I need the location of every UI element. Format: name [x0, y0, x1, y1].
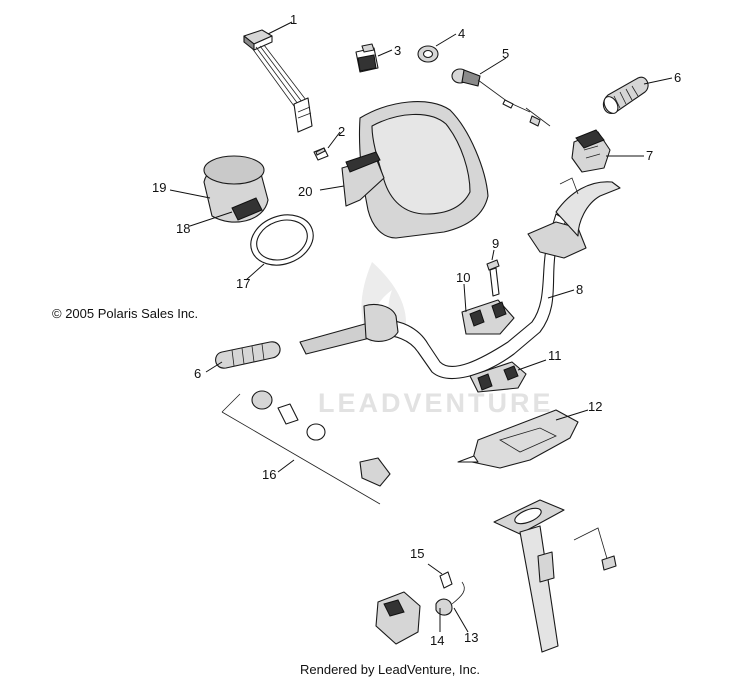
- callout-13: 13: [464, 630, 478, 645]
- part-12-plate: [457, 409, 579, 469]
- callout-18: 18: [176, 221, 190, 236]
- footer-text: Rendered by LeadVenture, Inc.: [300, 662, 480, 677]
- steering-post: [493, 499, 617, 653]
- leader-lines: [169, 21, 673, 633]
- part-9-bolt: [486, 259, 500, 297]
- callout-11: 11: [548, 348, 562, 363]
- callout-1: 1: [290, 12, 297, 27]
- part-2-screw: [313, 147, 329, 161]
- part-16-hardware-kit: [221, 390, 391, 505]
- callout-7: 7: [646, 148, 653, 163]
- part-18-19-gauge: [203, 155, 269, 223]
- part-5-cable-assembly: [451, 68, 551, 127]
- part-4-grommet: [417, 45, 439, 63]
- callout-4: 4: [458, 26, 465, 41]
- part-20-headlight-pod: [341, 101, 489, 239]
- callout-15: 15: [410, 546, 424, 561]
- part-6-grip-left: [215, 341, 281, 369]
- callout-9: 9: [492, 236, 499, 251]
- copyright-text: © 2005 Polaris Sales Inc.: [52, 306, 198, 321]
- part-10-clamp: [461, 299, 515, 335]
- callout-19: 19: [152, 180, 166, 195]
- callout-5: 5: [502, 46, 509, 61]
- callout-12: 12: [588, 399, 602, 414]
- part-7-switch-housing: [571, 129, 611, 173]
- callout-6-left: 6: [194, 366, 201, 381]
- callout-17: 17: [236, 276, 250, 291]
- callout-10: 10: [456, 270, 470, 285]
- part-1-wiring-harness: [243, 29, 313, 133]
- callout-2: 2: [338, 124, 345, 139]
- callout-20: 20: [298, 184, 312, 199]
- callout-3: 3: [394, 43, 401, 58]
- callouts: 1 2 3 4 5 6 6 7 8 9 10 11 12 13 14 15 16…: [152, 12, 681, 648]
- part-3-switch: [355, 43, 379, 73]
- watermark-text: LEADVENTURE: [318, 388, 554, 418]
- part-13-14-15-hardware: [375, 571, 465, 645]
- part-6-grip-right: [602, 76, 649, 114]
- callout-16: 16: [262, 467, 276, 482]
- part-11-clamp: [469, 361, 527, 393]
- part-17-bezel-ring: [250, 214, 314, 266]
- callout-14: 14: [430, 633, 444, 648]
- callout-8: 8: [576, 282, 583, 297]
- callout-6-right: 6: [674, 70, 681, 85]
- part-8-handlebar: [299, 177, 621, 379]
